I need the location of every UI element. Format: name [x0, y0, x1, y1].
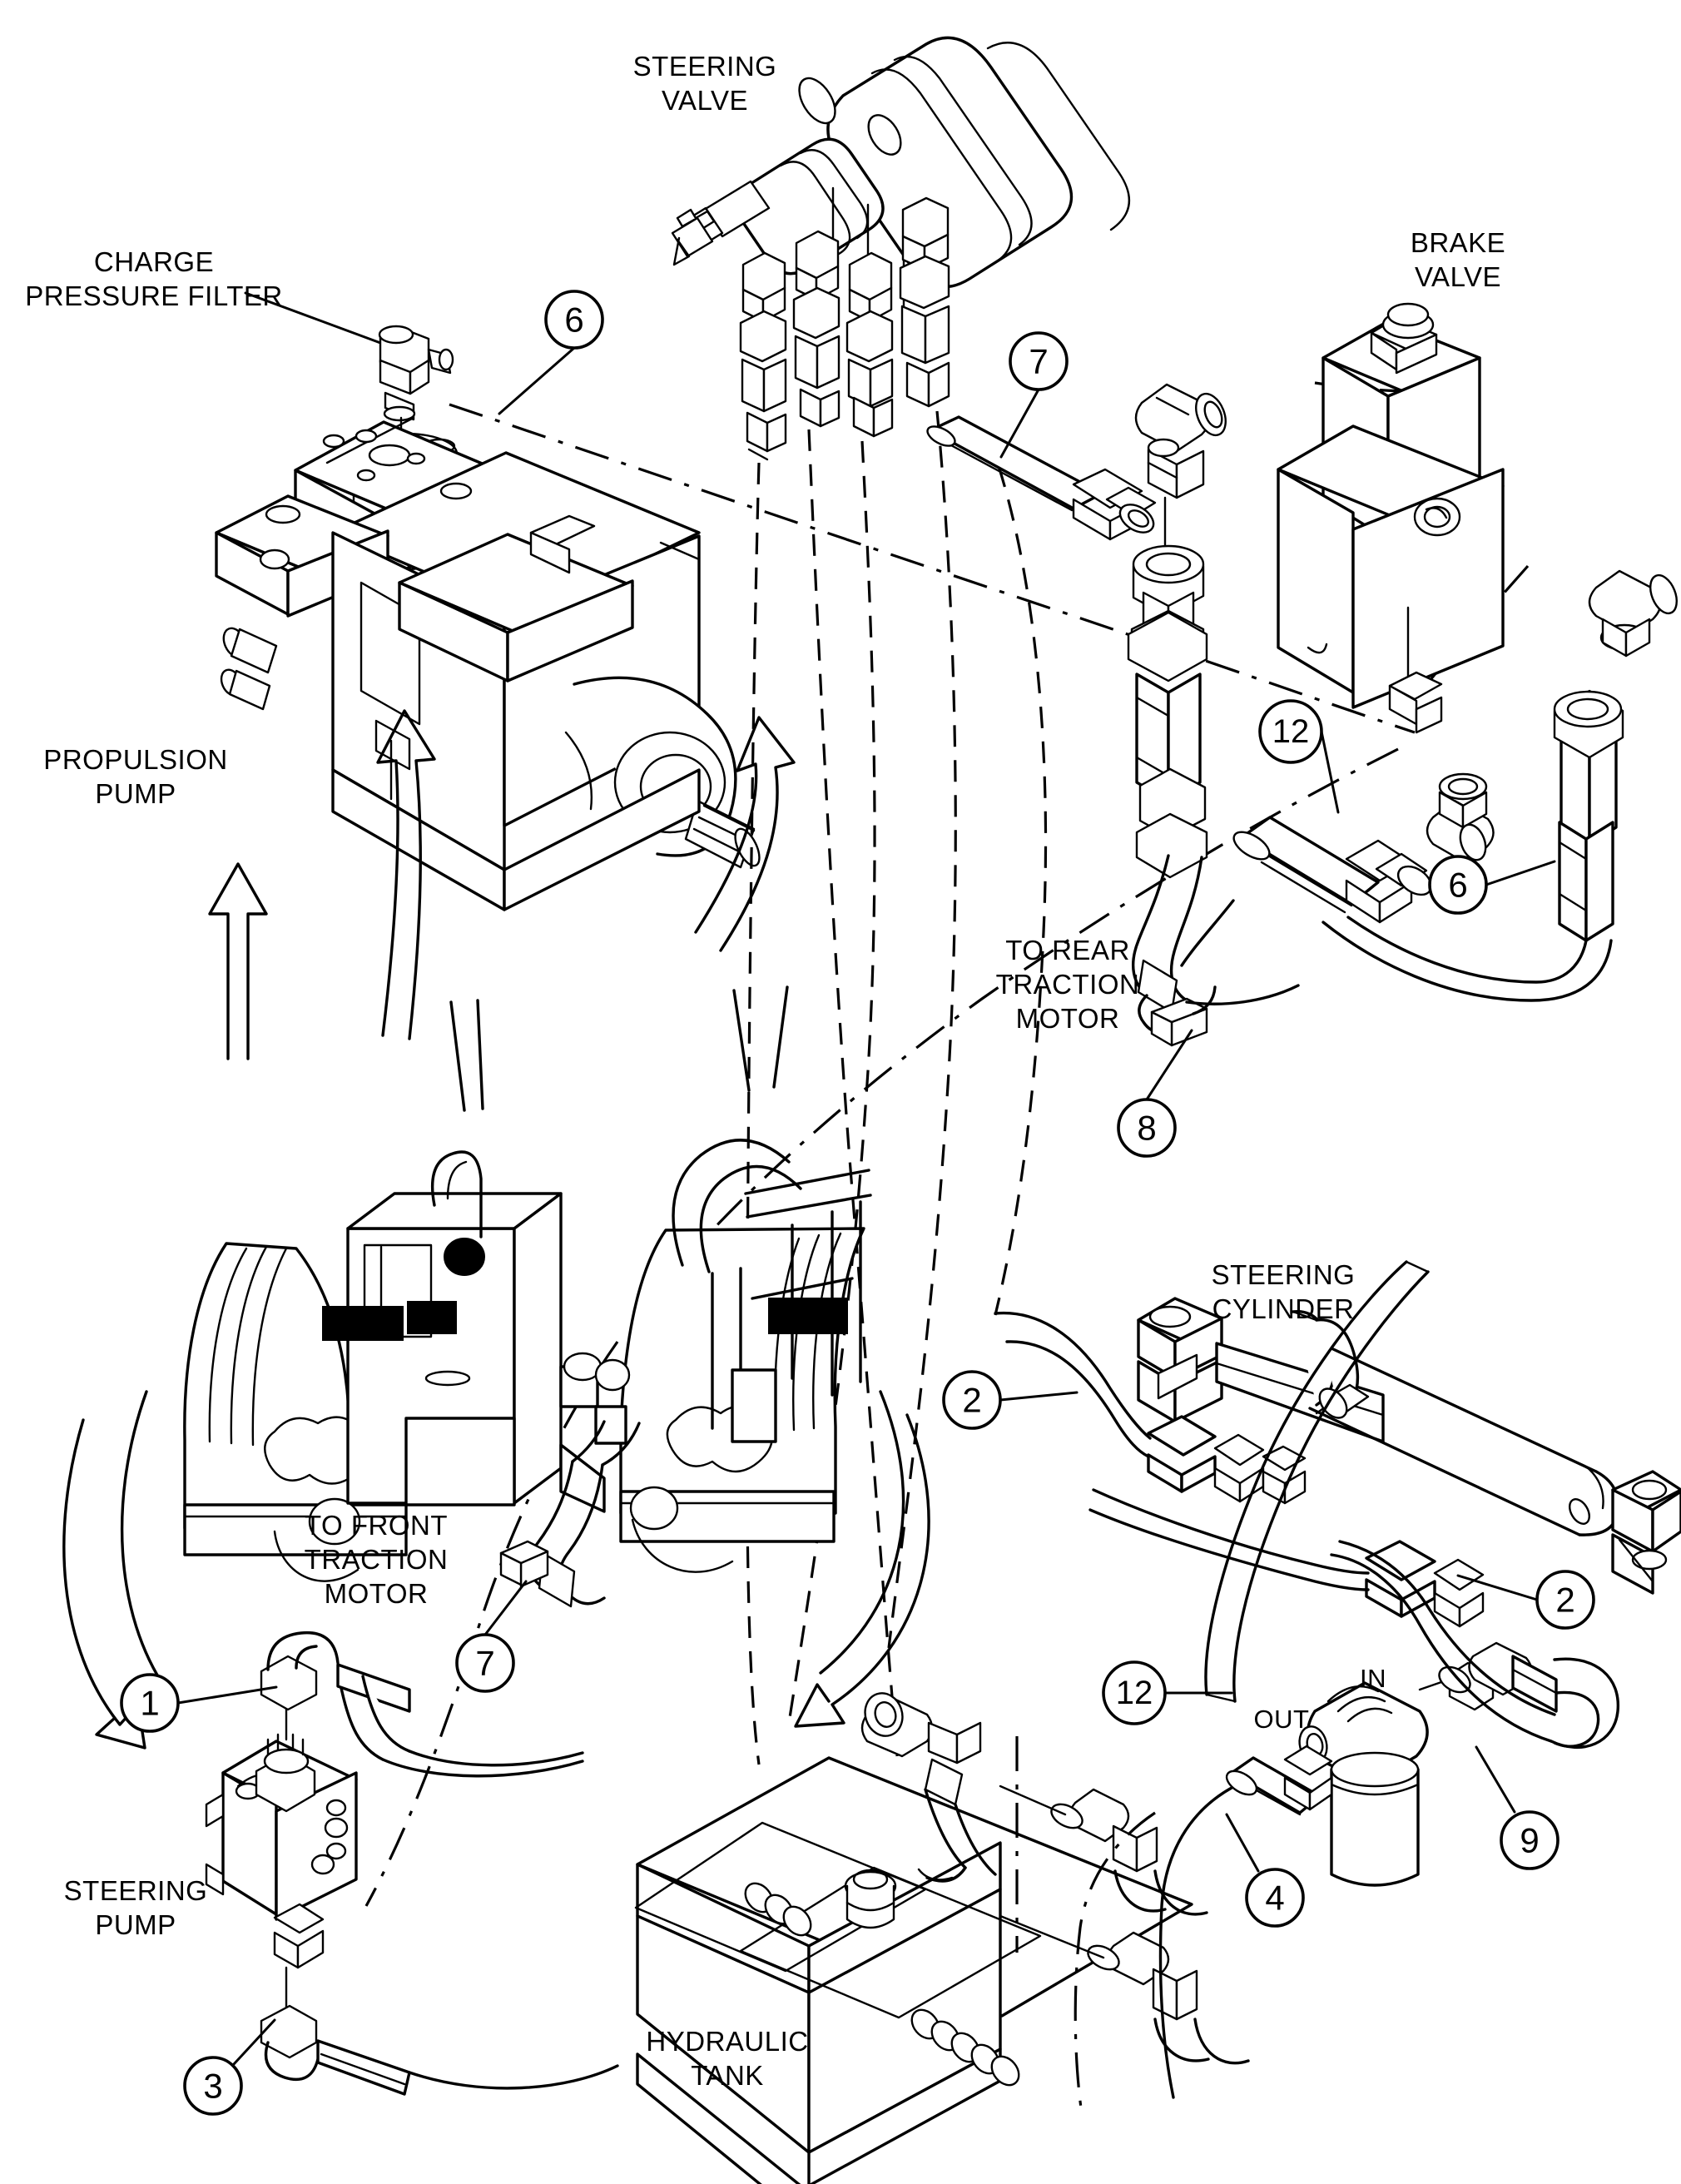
return-filter-assembly	[1074, 1540, 1619, 2115]
hydraulic-tank-assembly	[634, 1692, 1250, 2184]
machine-illustration	[62, 709, 930, 1750]
brake-line-fitting-cluster	[926, 383, 1227, 879]
label-filter-port-in: IN	[1360, 1664, 1386, 1693]
brake-return-lines	[1180, 899, 1300, 1005]
propulsion-pump-assembly	[215, 417, 761, 911]
rear-traction-motor-hose	[1132, 854, 1217, 1047]
label-filter-port-out: OUT	[1253, 1705, 1310, 1734]
hose-12-upper	[1232, 569, 1678, 1002]
callout-leaders	[176, 346, 1556, 2066]
brake-valve-assembly	[1277, 302, 1505, 734]
steering-valve-hose-routing	[364, 381, 1530, 1907]
steering-pump-assembly	[205, 1631, 619, 2096]
steering-cylinder-assembly	[994, 1260, 1681, 1703]
steering-valve-assembly	[671, 36, 1131, 461]
front-traction-motor-hose	[499, 1420, 641, 1608]
